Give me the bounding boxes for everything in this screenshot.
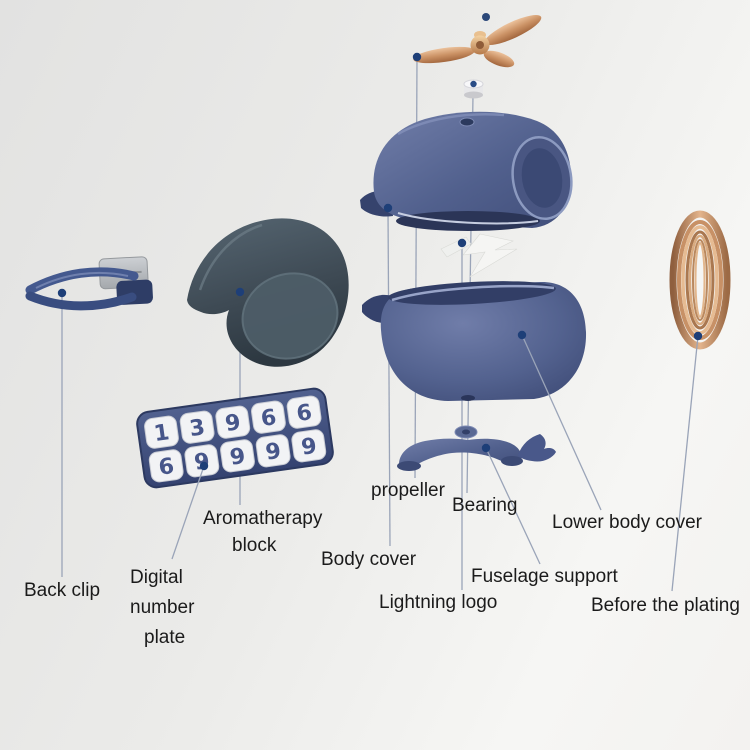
label-before-the-plating: Before the plating — [591, 595, 740, 616]
plate-cell — [255, 434, 291, 468]
leader-line-fuselage-support — [485, 447, 541, 565]
body-cover-top-hole — [459, 117, 475, 127]
support-tail-fluke — [518, 434, 556, 462]
label-digital-line2: number — [130, 597, 195, 618]
plate-digit: 3 — [188, 415, 207, 442]
marker-dot-propeller — [412, 52, 422, 62]
plate-cell — [148, 449, 184, 483]
marker-dot-fuselage — [481, 443, 491, 453]
plate-cell — [184, 444, 220, 478]
propeller-hub-center — [476, 41, 484, 49]
plating-ring-part — [669, 210, 731, 350]
propeller-blade-left — [413, 46, 475, 64]
plate-digit: 9 — [224, 410, 243, 437]
marker-dot-back-clip — [57, 288, 67, 298]
body-cover-end-inner — [521, 148, 563, 208]
support-mount-hole — [462, 429, 470, 435]
plate-digit: 9 — [228, 444, 247, 471]
support-cradle — [399, 438, 522, 470]
leader-line-body-cover — [387, 208, 391, 547]
plate-cell — [291, 429, 327, 463]
coil-ring-7 — [694, 242, 706, 318]
plate-digit: 6 — [295, 400, 314, 427]
digital-number-plate-part: 1 3 9 6 6 6 9 9 9 9 — [136, 387, 334, 489]
aromatherapy-block-part — [187, 218, 349, 367]
plate-digit: 1 — [152, 420, 171, 447]
back-clip-part — [25, 256, 153, 311]
body-cover-sheen — [397, 113, 505, 136]
marker-dot-body-cover — [383, 203, 393, 213]
label-digital-line1: Digital — [130, 567, 183, 588]
plate-cell — [179, 410, 215, 444]
bearing-part — [463, 79, 484, 99]
plate-cell — [251, 400, 286, 434]
lower-body-part — [362, 281, 587, 401]
leader-line-lower-body-cover — [521, 334, 602, 511]
aromatherapy-disc-rim — [241, 272, 339, 360]
plate-cell — [286, 395, 322, 429]
plate-digit: 9 — [264, 439, 283, 466]
lower-body-shell — [380, 281, 587, 401]
lower-body-rim-highlight — [391, 284, 555, 302]
label-back-clip: Back clip — [24, 580, 101, 601]
lightning-bolt — [462, 233, 518, 278]
propeller-top-pin — [482, 13, 490, 21]
support-foot-left — [397, 461, 421, 471]
propeller-blade-right — [484, 15, 542, 45]
plate-digit: 6 — [157, 454, 176, 481]
marker-dot-number-plate — [199, 461, 209, 471]
aromatherapy-disc-face — [242, 273, 338, 359]
coil-ring-outer — [669, 210, 731, 350]
label-propeller: propeller — [371, 480, 445, 501]
coil-ring-5 — [688, 234, 712, 326]
label-aromatherapy-line1: Aromatherapy — [203, 508, 323, 529]
propeller-part — [413, 13, 542, 68]
lightning-logo-part — [440, 233, 518, 278]
leader-line-number-plate — [171, 465, 205, 560]
plate-digit: 6 — [259, 405, 278, 432]
aromatherapy-top-highlight — [198, 223, 263, 291]
coil-ring-4 — [685, 230, 715, 330]
body-cover-opening — [396, 211, 540, 231]
label-aromatherapy-line2: block — [232, 535, 277, 556]
propeller-blade-small — [483, 50, 515, 68]
number-plate-cells: 1 3 9 6 6 6 9 9 9 9 — [144, 395, 327, 483]
label-fuselage-support: Fuselage support — [471, 566, 618, 587]
marker-dots — [57, 52, 703, 471]
support-foot-right — [501, 456, 523, 466]
plate-digit: 9 — [300, 434, 319, 461]
marker-dot-lower-body — [517, 330, 527, 340]
clip-arm-lower — [25, 291, 137, 311]
body-cover-rim-highlight — [397, 212, 539, 225]
coil-ring-6 — [692, 239, 708, 321]
marker-dot-plating — [693, 331, 703, 341]
label-digital-line3: plate — [144, 627, 186, 648]
bearing-bottom — [464, 91, 483, 99]
plate-cell — [220, 439, 255, 473]
label-body-cover: Body cover — [321, 549, 417, 570]
label-bearing: Bearing — [452, 495, 518, 516]
body-cover-part — [360, 111, 573, 231]
label-lower-body-cover: Lower body cover — [552, 512, 702, 533]
plate-cell — [215, 405, 251, 439]
label-lightning-logo: Lightning logo — [379, 592, 498, 613]
lower-body-bottom-hole — [461, 395, 475, 401]
leader-line-propeller — [414, 56, 418, 479]
bearing-center-dot — [470, 80, 477, 88]
leader-line-before-plating — [671, 335, 699, 592]
fuselage-support-part — [397, 425, 556, 471]
plate-cell — [144, 415, 179, 449]
marker-dot-aromatherapy — [235, 287, 245, 297]
clip-arm-highlight — [35, 271, 129, 289]
leader-lines-front — [171, 334, 699, 592]
marker-dot-lightning — [457, 238, 467, 248]
